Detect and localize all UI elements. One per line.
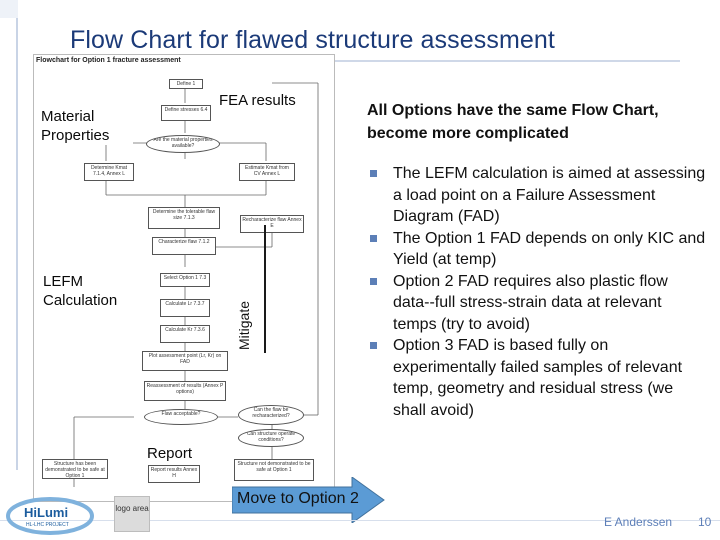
author-name: E Anderssen bbox=[604, 515, 673, 529]
square-bullet-icon bbox=[370, 342, 377, 349]
flowchart-node: Plot assessment point (Lr, Kr) on FAD bbox=[142, 351, 228, 371]
square-bullet-icon bbox=[370, 277, 377, 285]
fea-results-label: FEA results bbox=[219, 91, 296, 110]
flowchart-decision: Are the material properties available? bbox=[146, 135, 220, 153]
move-to-option-2-label: Move to Option 2 bbox=[237, 490, 359, 507]
slide-title: Flow Chart for flawed structure assessme… bbox=[70, 26, 555, 54]
flowchart-node: Characterize flaw 7.1.2 bbox=[152, 237, 216, 255]
bullet-item: The LEFM calculation is aimed at assessi… bbox=[366, 163, 706, 228]
flowchart-node: Report results Annex H bbox=[148, 465, 200, 483]
logo-placeholder: logo area bbox=[114, 496, 150, 532]
bullet-text: The Option 1 FAD depends on only KIC and… bbox=[393, 229, 706, 269]
svg-text:HL-LHC PROJECT: HL-LHC PROJECT bbox=[26, 522, 69, 528]
mitigate-label: Mitigate bbox=[236, 300, 252, 350]
flowchart-node: Structure has been demonstrated to be sa… bbox=[42, 459, 108, 479]
flowchart-node: Define 1 bbox=[169, 79, 203, 89]
lefm-calculation-label: LEFM Calculation bbox=[43, 272, 139, 310]
bullet-item: The Option 1 FAD depends on only KIC and… bbox=[366, 228, 706, 271]
flowchart-node: Recharacterize flaw Annex E bbox=[240, 215, 304, 233]
bullet-item: Option 2 FAD requires also plastic flow … bbox=[366, 271, 706, 336]
slide-frame-decoration bbox=[0, 0, 18, 470]
flowchart-connectors bbox=[73, 82, 319, 487]
right-arrow-icon bbox=[232, 477, 385, 523]
bullet-text: The LEFM calculation is aimed at assessi… bbox=[393, 165, 706, 225]
flowchart-node: Determine the tolerable flaw size 7.1.3 bbox=[148, 207, 220, 229]
options-heading: All Options have the same Flow Chart, be… bbox=[367, 102, 659, 142]
material-properties-label: Material Properties bbox=[41, 107, 133, 145]
flowchart-decision: Flaw acceptable? bbox=[144, 409, 218, 425]
bullet-text: Option 2 FAD requires also plastic flow … bbox=[393, 272, 668, 333]
bullet-list: The LEFM calculation is aimed at assessi… bbox=[366, 163, 706, 421]
footer-divider bbox=[0, 520, 720, 521]
flowchart-node: Calculate Lr 7.3.7 bbox=[160, 299, 210, 317]
svg-text:HiLumi: HiLumi bbox=[24, 505, 68, 520]
flowchart-node: Define stresses 6.4 bbox=[161, 105, 211, 121]
title-divider bbox=[60, 60, 680, 62]
flowchart-node: Calculate Kr 7.3.6 bbox=[160, 325, 210, 343]
flowchart-node: Structure not demonstrated to be safe at… bbox=[234, 459, 314, 481]
page-number: 10 bbox=[698, 515, 712, 529]
flowchart-decision: Can structure operate conditions? bbox=[238, 429, 304, 447]
square-bullet-icon bbox=[370, 234, 377, 242]
bullet-text: Option 3 FAD is based fully on experimen… bbox=[393, 337, 683, 419]
flowchart-node: Estimate Kmat from CV Annex L bbox=[239, 163, 295, 181]
square-bullet-icon bbox=[370, 170, 377, 177]
flowchart-decision: Can the flaw be recharacterized? bbox=[238, 405, 304, 425]
flowchart-node: Reassessment of results (Annex P options… bbox=[144, 381, 226, 401]
flowchart-node: Determine Kmat 7.1.4, Annex L bbox=[84, 163, 134, 181]
flowchart-node: Select Option 1 7.3 bbox=[160, 273, 210, 287]
bullet-item: Option 3 FAD is based fully on experimen… bbox=[366, 335, 706, 421]
report-label: Report bbox=[147, 444, 193, 463]
mitigate-bracket bbox=[264, 225, 266, 353]
flowchart-caption: Flowchart for Option 1 fracture assessme… bbox=[36, 57, 181, 64]
hilumi-logo: HiLumi HL-LHC PROJECT bbox=[6, 497, 94, 535]
